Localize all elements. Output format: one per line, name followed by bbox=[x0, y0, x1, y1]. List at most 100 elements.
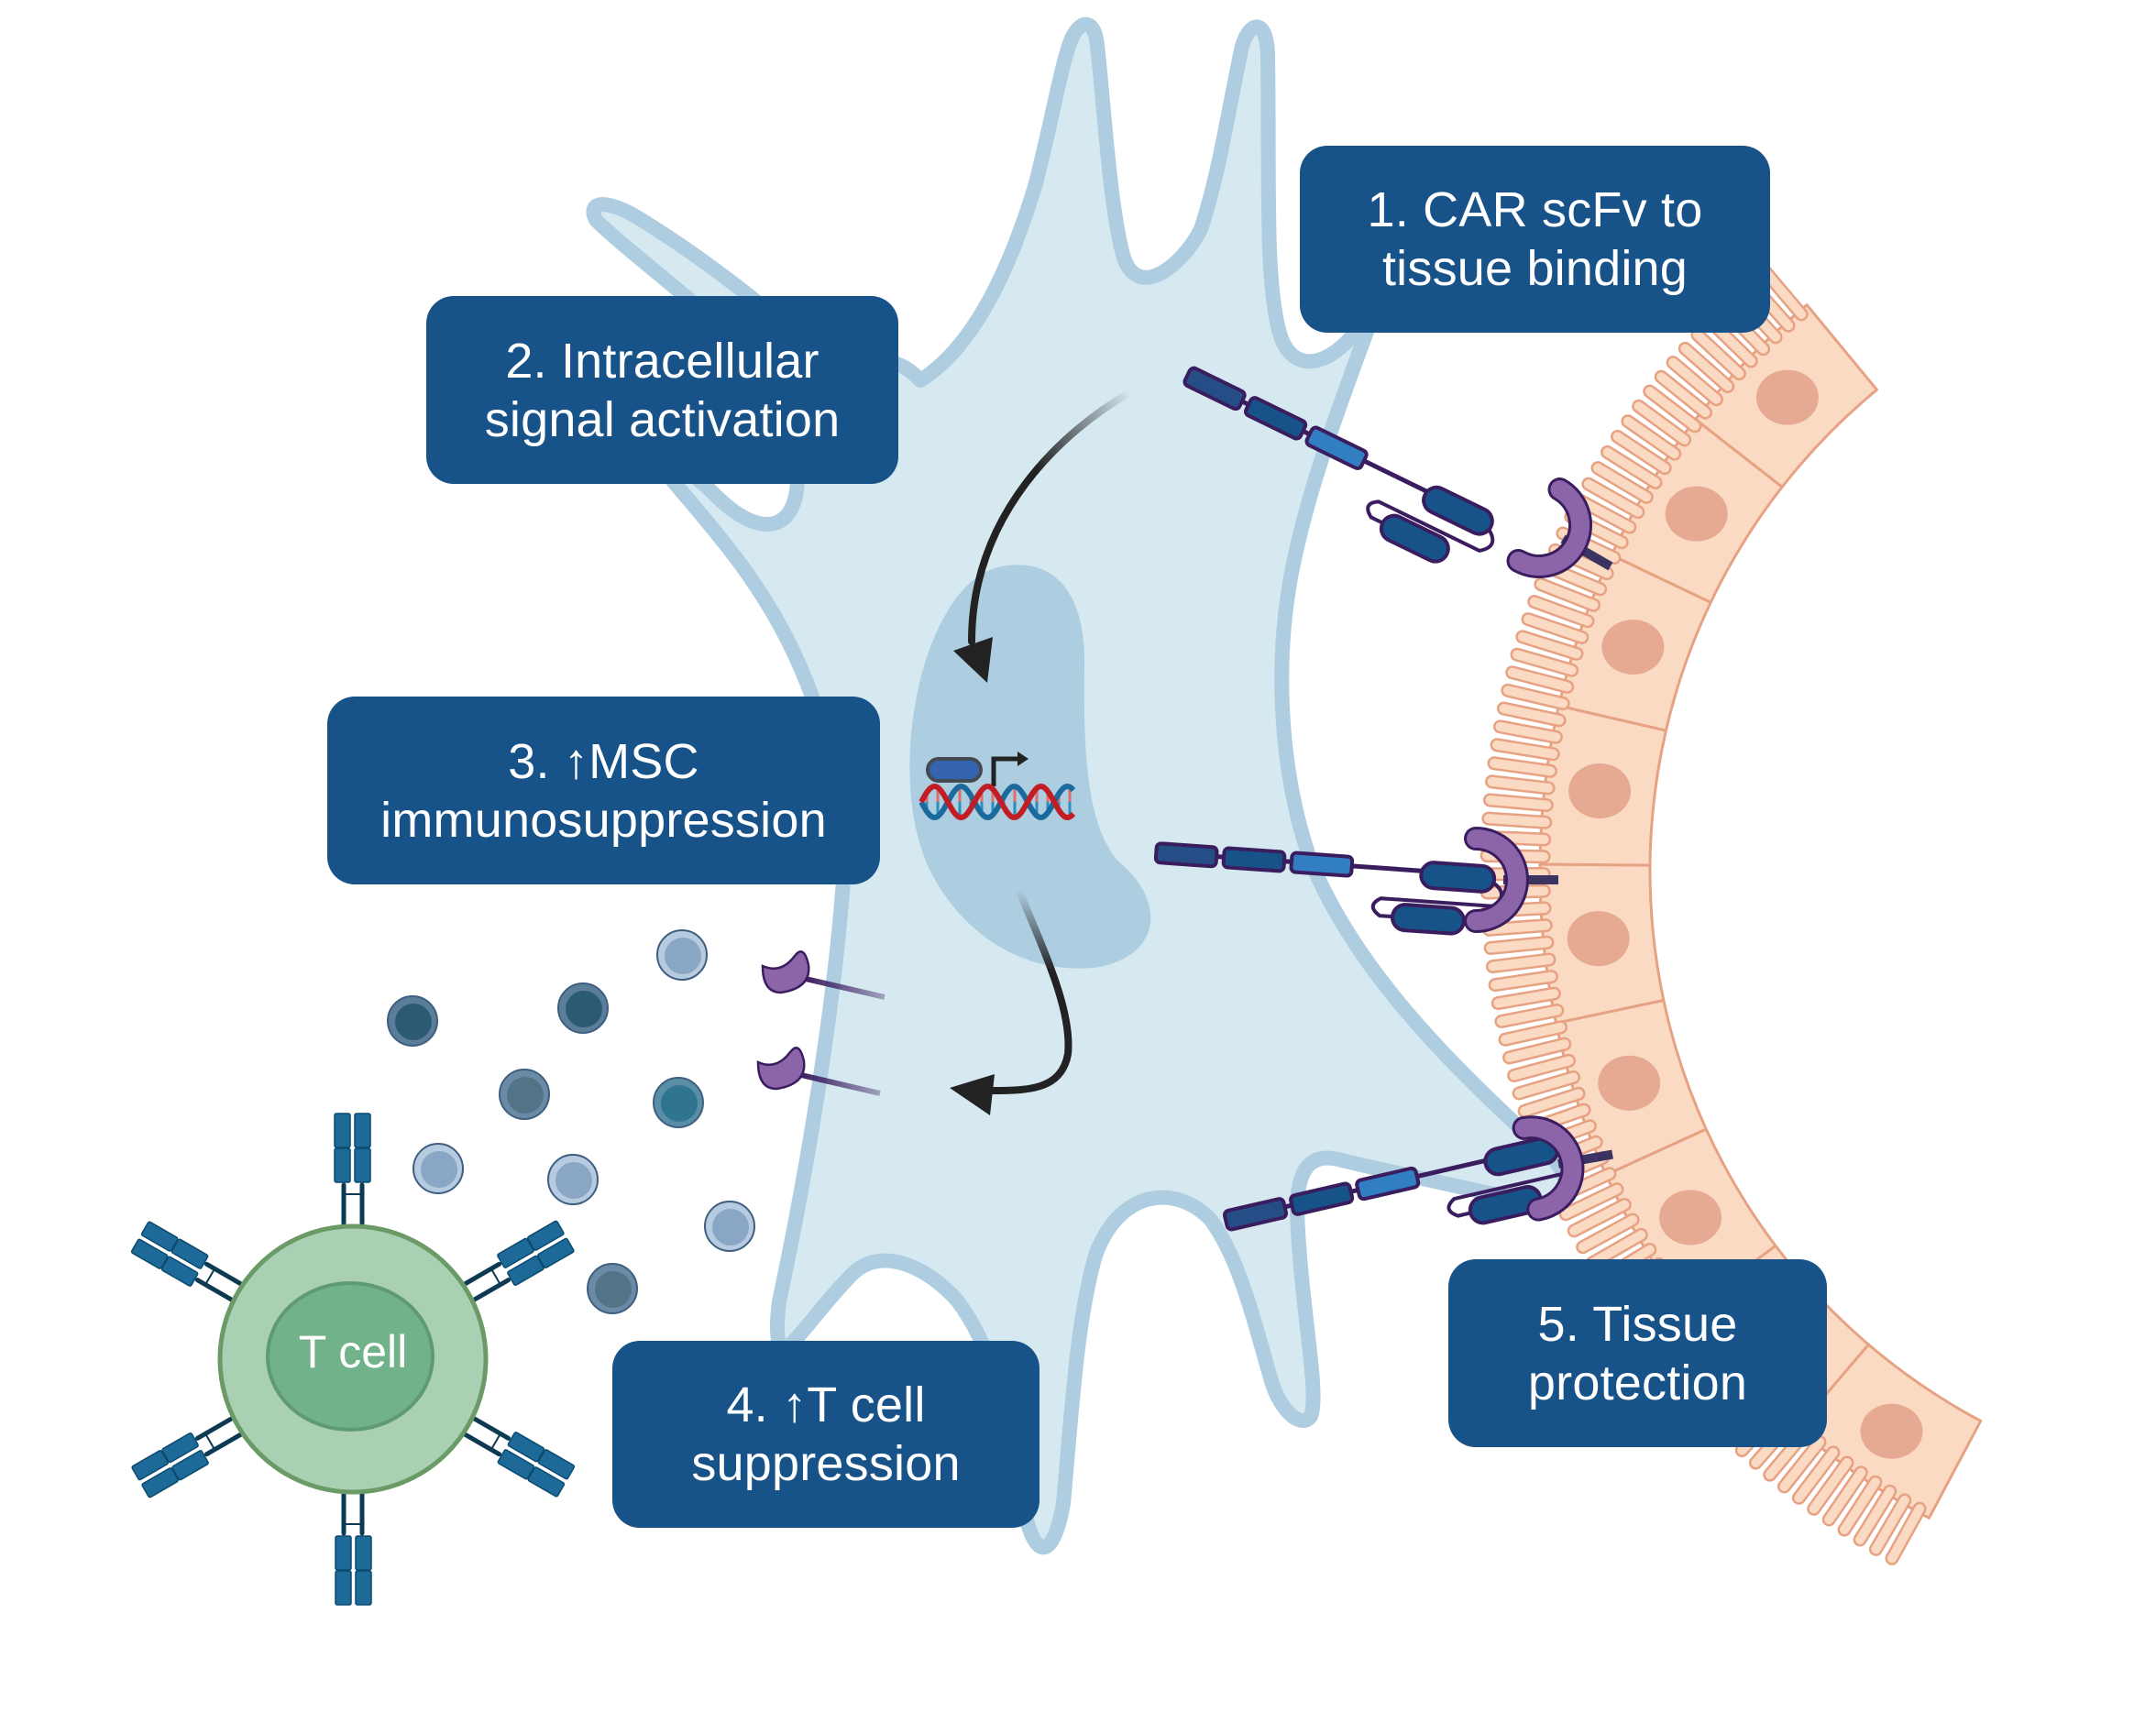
step-5-box: 5. Tissue protection bbox=[1448, 1259, 1827, 1447]
microvillus bbox=[1840, 1477, 1880, 1535]
car-domain bbox=[1289, 1181, 1355, 1216]
tcr-domain bbox=[354, 1147, 371, 1183]
microvillus bbox=[1488, 955, 1554, 971]
tcr-domain bbox=[537, 1237, 575, 1268]
tcr-domain bbox=[507, 1432, 545, 1463]
tcr-domain bbox=[160, 1256, 199, 1287]
scfv-heavy-chain bbox=[1422, 485, 1494, 536]
tissue-antigen bbox=[1506, 477, 1613, 578]
secreted-factor bbox=[761, 950, 810, 994]
microvillus bbox=[1514, 1072, 1578, 1098]
microvillus bbox=[1779, 1437, 1825, 1491]
car-receptor bbox=[1182, 366, 1495, 564]
epithelial-nucleus bbox=[1860, 1403, 1923, 1459]
microvillus bbox=[1634, 401, 1689, 444]
car-domain bbox=[1243, 396, 1308, 441]
dna-strand bbox=[918, 783, 1076, 821]
tcr-domain bbox=[537, 1449, 576, 1480]
tissue-antigen bbox=[1512, 1115, 1613, 1222]
microvillus bbox=[1483, 814, 1550, 828]
epithelial-nucleus bbox=[1601, 620, 1665, 675]
microvillus bbox=[1583, 479, 1643, 517]
step-5-line1: 5. Tissue bbox=[1537, 1296, 1738, 1352]
step-3-box: 3. ↑MSC immunosuppression bbox=[327, 697, 880, 884]
microvillus bbox=[1492, 740, 1558, 759]
microvillus bbox=[1490, 758, 1556, 776]
microvillus bbox=[1760, 266, 1807, 319]
car-domain bbox=[1182, 366, 1247, 412]
tcr-domain bbox=[334, 1147, 351, 1183]
tcr-domain bbox=[131, 1450, 169, 1481]
microvillus bbox=[1622, 416, 1679, 459]
secreted-factor bbox=[756, 1047, 806, 1091]
step-3-line2: immunosuppression bbox=[380, 792, 827, 848]
car-domain bbox=[1222, 1197, 1289, 1232]
tcr-domain bbox=[170, 1238, 209, 1269]
tcr-domain bbox=[355, 1570, 372, 1606]
scfv-heavy-chain bbox=[1419, 861, 1497, 894]
microvillus bbox=[1561, 1184, 1622, 1219]
microvillus bbox=[1495, 721, 1561, 742]
microvillus bbox=[1484, 920, 1551, 935]
tcr-domain bbox=[130, 1238, 169, 1269]
tcr-domain bbox=[141, 1467, 179, 1498]
epithelial-nucleus bbox=[1568, 763, 1632, 819]
epithelial-nucleus bbox=[1755, 369, 1819, 425]
signal-arrow-to-nucleus bbox=[953, 389, 1134, 683]
tcr-domain bbox=[140, 1221, 179, 1252]
microvillus bbox=[1644, 387, 1700, 431]
microvillus bbox=[1692, 330, 1744, 379]
microvillus bbox=[1486, 938, 1552, 953]
car-domain bbox=[1304, 425, 1369, 471]
microvillus bbox=[1824, 1467, 1866, 1524]
microvillus bbox=[1569, 1200, 1630, 1235]
tcr-domain bbox=[527, 1220, 565, 1251]
microvillus bbox=[1887, 1504, 1925, 1564]
microvillus bbox=[1501, 1022, 1566, 1045]
microvillus bbox=[1612, 432, 1670, 473]
scfv-linker bbox=[1370, 876, 1503, 919]
tcr-receptor bbox=[445, 1406, 576, 1498]
step-2-line1: 2. Intracellular bbox=[505, 333, 820, 389]
step-4-box: 4. ↑T cell suppression bbox=[612, 1341, 1040, 1528]
epithelial-nucleus bbox=[1567, 911, 1630, 967]
secreted-factor-stem bbox=[800, 1072, 881, 1096]
microvillus bbox=[1680, 344, 1732, 391]
microvillus bbox=[1593, 463, 1652, 502]
tcr-domain bbox=[355, 1535, 372, 1571]
secreted-factor-stem bbox=[805, 976, 886, 1000]
tissue-antigen bbox=[1464, 827, 1558, 933]
microvillus bbox=[1587, 1230, 1646, 1268]
tcr-receptor bbox=[334, 1113, 371, 1247]
dna-transcription-icon bbox=[918, 752, 1076, 821]
microvillus bbox=[1507, 667, 1572, 692]
t-cell bbox=[130, 1113, 576, 1606]
tcr-domain bbox=[497, 1449, 535, 1480]
car-domain bbox=[1355, 1166, 1421, 1202]
microvillus bbox=[1487, 776, 1554, 793]
microvillus bbox=[1656, 372, 1710, 418]
microvillus bbox=[1524, 614, 1587, 642]
microvillus bbox=[1485, 795, 1552, 810]
tcr-domain bbox=[171, 1450, 209, 1481]
microvillus bbox=[1490, 971, 1556, 990]
microvillus bbox=[1517, 631, 1582, 659]
scfv-linker bbox=[1366, 499, 1495, 553]
epithelial-nucleus bbox=[1598, 1055, 1661, 1111]
tcr-domain bbox=[354, 1113, 371, 1148]
tcr-domain bbox=[335, 1570, 352, 1606]
car-domain bbox=[1153, 841, 1219, 869]
step-4-line1: 4. ↑T cell bbox=[726, 1377, 926, 1432]
car-domain bbox=[1289, 851, 1355, 878]
microvillus bbox=[1493, 989, 1559, 1008]
step-1-line1: 1. CAR scFv to bbox=[1367, 182, 1703, 237]
car-receptor bbox=[1153, 841, 1503, 936]
microvillus bbox=[1794, 1447, 1838, 1503]
step-3-line1: 3. ↑MSC bbox=[508, 733, 699, 789]
microvillus bbox=[1871, 1495, 1909, 1554]
microvillus bbox=[1496, 1005, 1562, 1026]
microvillus bbox=[1809, 1458, 1852, 1514]
microvillus bbox=[1855, 1487, 1895, 1544]
step-2-line2: signal activation bbox=[484, 391, 841, 447]
epithelial-nucleus bbox=[1659, 1190, 1722, 1246]
